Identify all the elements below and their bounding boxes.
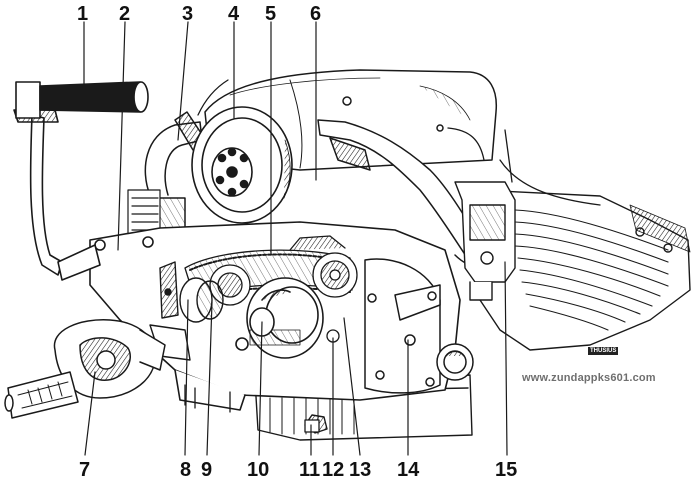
watermark-text: www.zundappks601.com: [522, 372, 656, 384]
callout-15: 15: [495, 459, 518, 481]
artist-signature: THUSIUS: [588, 347, 619, 355]
gearbox-cover: [364, 258, 474, 394]
callout-13: 13: [349, 459, 372, 481]
callout-9: 9: [201, 459, 213, 481]
callout-12: 12: [322, 459, 345, 481]
leader-lines: [83, 21, 508, 456]
kickstart-lever: [13, 81, 149, 281]
callout-8: 8: [180, 459, 192, 481]
mounting-studs: [184, 329, 340, 433]
callout-2: 2: [119, 3, 131, 25]
callout-6: 6: [310, 3, 322, 25]
callout-7: 7: [79, 459, 91, 481]
flywheel: [191, 106, 293, 224]
callout-5: 5: [265, 3, 277, 25]
callout-4: 4: [228, 3, 240, 25]
clutch-drum: [235, 277, 324, 359]
shift-housing: [4, 319, 166, 419]
callout-10: 10: [247, 459, 270, 481]
callout-3: 3: [182, 3, 194, 25]
callout-1: 1: [77, 3, 89, 25]
callout-14: 14: [397, 459, 420, 481]
carburettor: [454, 129, 601, 301]
right-cylinder: [479, 189, 691, 351]
chain-drive: [184, 235, 358, 306]
ignition-cable: [197, 79, 485, 161]
callout-11: 11: [299, 459, 321, 481]
